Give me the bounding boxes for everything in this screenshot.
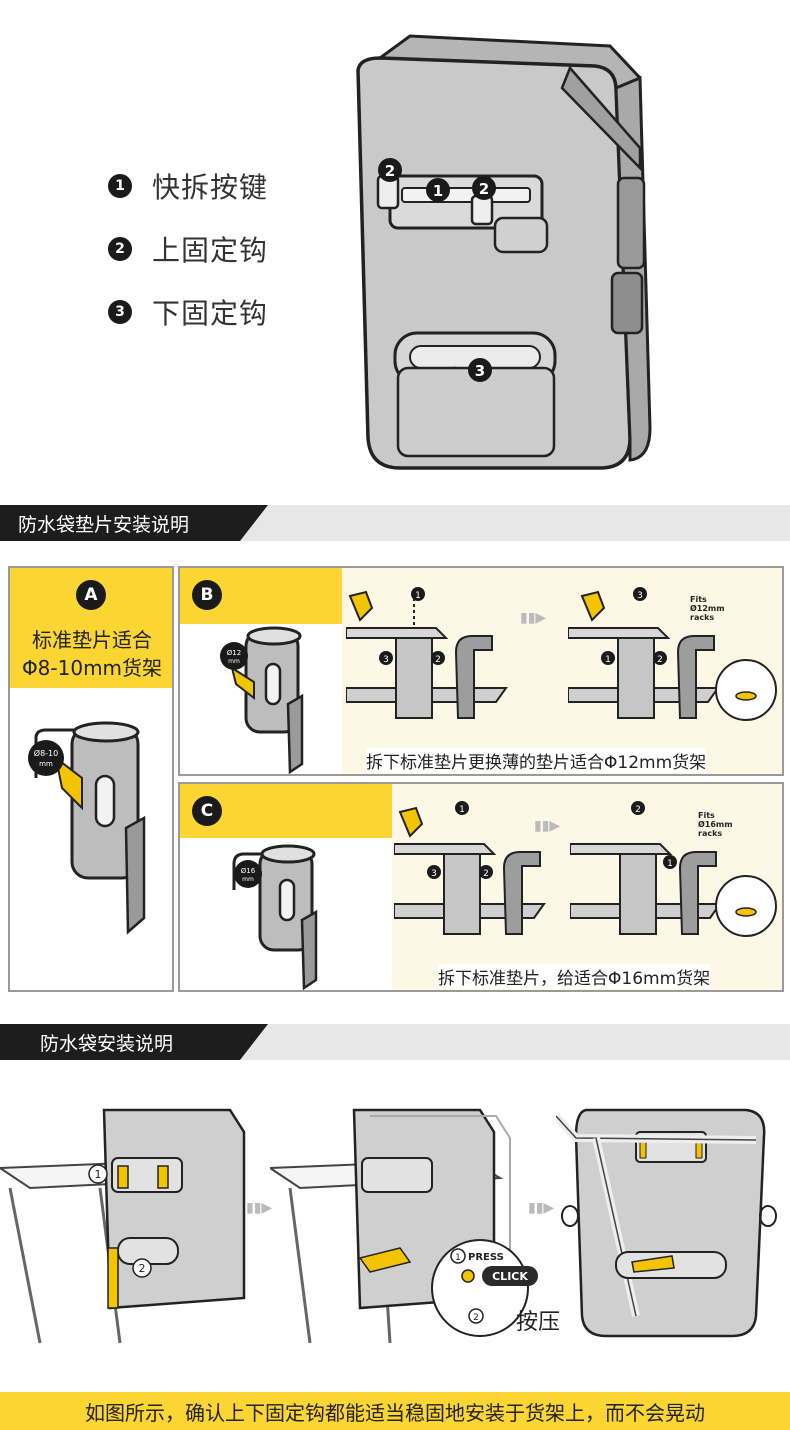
bag-callout: 1	[426, 178, 450, 202]
svg-text:1: 1	[455, 1253, 461, 1263]
arrow-right-icon: ▮▮▶	[528, 1200, 555, 1216]
svg-text:2: 2	[479, 180, 489, 198]
svg-text:2: 2	[657, 655, 663, 665]
panel-b-caption: 拆下标准垫片更换薄的垫片适合Φ12mm货架	[366, 748, 707, 773]
svg-text:racks: racks	[698, 829, 722, 838]
svg-text:2: 2	[139, 1262, 146, 1275]
svg-text:mm: mm	[39, 760, 53, 768]
svg-text:3: 3	[383, 655, 389, 665]
bag-callout: 2	[378, 158, 402, 182]
bag-callout: 3	[468, 358, 492, 382]
section-bar-spacer-install: 防水袋垫片安装说明	[0, 505, 790, 541]
spacer-swap-diagram-b2: 3 1 2 Fits Ø12mm racks	[568, 587, 777, 721]
panel-a: A 标准垫片适合 Φ8-10mm货架 Ø8-10 mm	[8, 566, 174, 992]
arrow-right-icon: ▮▮▶	[534, 818, 561, 834]
svg-text:Fits: Fits	[698, 811, 715, 820]
install-step-2-illustration: 1 PRESS CLICK 2	[270, 1108, 538, 1344]
svg-text:1: 1	[95, 1168, 102, 1181]
spacer-label: Ø8-10	[34, 748, 58, 758]
panel-c-caption: 拆下标准垫片，给适合Φ16mm货架	[438, 964, 711, 989]
svg-text:1: 1	[433, 182, 443, 200]
section-title: 防水袋安装说明	[0, 1024, 268, 1060]
legend-label: 下固定钩	[152, 297, 269, 330]
svg-text:3: 3	[431, 869, 437, 879]
panel-letter-b: B	[192, 580, 222, 610]
svg-text:Ø12mm: Ø12mm	[690, 603, 725, 613]
svg-text:racks: racks	[690, 613, 714, 622]
svg-text:mm: mm	[242, 876, 254, 883]
section-bar-bag-install: 防水袋安装说明	[0, 1024, 790, 1060]
svg-text:1: 1	[415, 591, 421, 601]
legend-item-lower-hook: 3 下固定钩	[108, 292, 268, 332]
spacer-remove-diagram-c2: 2 1 Fits Ø16mm racks	[570, 801, 777, 937]
svg-text:Ø12: Ø12	[227, 649, 241, 657]
panel-letter-a: A	[76, 580, 106, 610]
svg-text:1: 1	[605, 655, 611, 665]
panel-a-line2: Φ8-10mm货架	[21, 656, 163, 680]
install-step-1-illustration: 1 2	[0, 1108, 246, 1344]
arrow-right-icon: ▮▮▶	[520, 610, 547, 626]
svg-text:1: 1	[459, 805, 465, 815]
svg-text:2: 2	[483, 869, 489, 879]
svg-text:2: 2	[473, 1313, 479, 1323]
spacer-removed-illustration: Ø16 mm	[232, 844, 318, 990]
install-step-3-illustration	[556, 1108, 777, 1338]
svg-text:3: 3	[637, 591, 643, 601]
legend-number: 3	[108, 300, 132, 324]
legend-item-upper-hook: 2 上固定钩	[108, 229, 268, 269]
legend-number: 1	[108, 174, 132, 198]
legend-label: 上固定钩	[152, 234, 269, 267]
legend-item-quick-release: 1 快拆按键	[108, 166, 268, 206]
footer-note: 如图所示，确认上下固定钩都能适当稳固地安装于货架上，而不会晃动	[0, 1392, 790, 1430]
svg-text:3: 3	[475, 362, 485, 380]
svg-text:2: 2	[635, 805, 641, 815]
spacer-remove-diagram-c1: 1 3 2	[394, 801, 546, 935]
svg-text:Ø16: Ø16	[241, 867, 256, 875]
svg-text:2: 2	[385, 162, 395, 180]
press-caption: 按压	[516, 1310, 561, 1335]
spacer-swap-diagram-b1: 1 3 2	[346, 587, 508, 719]
press-label: PRESS	[468, 1252, 504, 1263]
svg-text:Ø16mm: Ø16mm	[698, 819, 733, 829]
svg-text:mm: mm	[228, 658, 240, 665]
legend-number: 2	[108, 237, 132, 261]
bag-callout: 2	[472, 176, 496, 200]
spacer-standard-illustration: Ø8-10 mm	[28, 721, 146, 935]
spacer-thin-illustration: Ø12 mm	[220, 626, 304, 774]
panel-b: B Ø12 mm 1 3 2 ▮▮▶ 3 1 2	[178, 566, 784, 776]
panel-letter-c: C	[192, 796, 222, 826]
click-label: CLICK	[492, 1270, 528, 1283]
panel-a-line1: 标准垫片适合	[32, 628, 152, 652]
legend-label: 快拆按键	[152, 171, 269, 204]
svg-text:Fits: Fits	[690, 595, 707, 604]
arrow-right-icon: ▮▮▶	[246, 1200, 273, 1216]
bag-illustration: 2 1 2 3	[356, 34, 652, 470]
panel-c: C Ø16 mm 1 3 2 ▮▮▶ 2 1 Fits Ø16mm r	[178, 782, 784, 992]
svg-text:1: 1	[667, 859, 673, 869]
section-title: 防水袋垫片安装说明	[0, 505, 268, 541]
svg-text:2: 2	[435, 655, 441, 665]
